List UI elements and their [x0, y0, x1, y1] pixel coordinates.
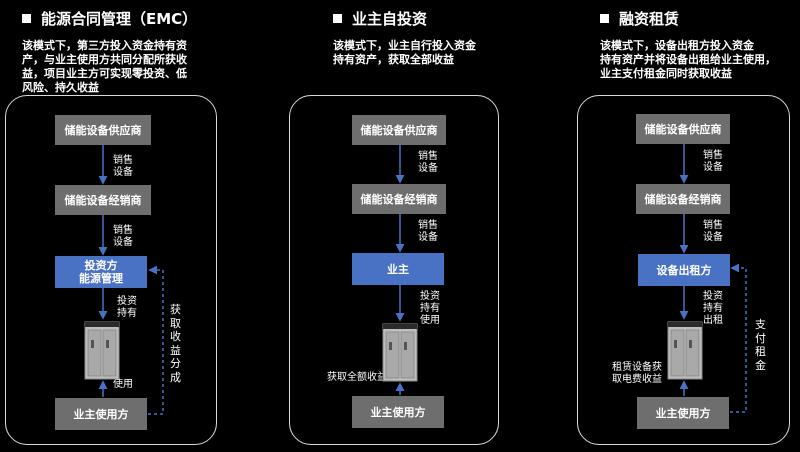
storage-cabinet-icon — [382, 323, 418, 382]
emc-side-label: 获取收益分成 — [170, 303, 181, 384]
self-owner-box: 业主使用方 — [352, 396, 444, 428]
lease-sell-label-1: 销售设备 — [703, 150, 723, 173]
lease-supplier-box: 储能设备供应商 — [636, 114, 730, 144]
lease-side-label: 支付租金 — [755, 318, 766, 372]
lease-income-label: 租赁设备获取电费收益 — [612, 362, 662, 385]
self-title: 业主自投资 — [333, 8, 427, 29]
self-title-text: 业主自投资 — [352, 10, 428, 28]
self-owner-blue-box: 业主 — [352, 253, 444, 285]
emc-investor-box: 投资方能源管理 — [55, 256, 147, 288]
bullet-square-icon — [333, 14, 342, 23]
self-description: 该模式下，业主自行投入资金 持有资产，获取全部收益 — [333, 39, 476, 66]
lease-sell-label-2: 销售设备 — [703, 220, 723, 243]
emc-frame — [5, 95, 217, 445]
storage-cabinet-icon — [667, 321, 703, 380]
storage-cabinet-icon — [84, 321, 120, 380]
emc-use-label: 使用 — [113, 379, 133, 390]
bullet-square-icon — [600, 14, 609, 23]
emc-invest-label: 投资持有 — [117, 296, 137, 319]
lease-frame — [577, 95, 790, 445]
lease-title: 融资租赁 — [600, 8, 679, 29]
lease-dealer-box: 储能设备经销商 — [636, 184, 730, 214]
emc-title-text: 能源合同管理（EMC） — [41, 10, 198, 28]
emc-owner-box: 业主使用方 — [55, 398, 147, 430]
self-sell-label-2: 销售设备 — [418, 220, 438, 243]
self-frame — [289, 95, 499, 445]
emc-title: 能源合同管理（EMC） — [22, 8, 197, 29]
lease-title-text: 融资租赁 — [619, 10, 680, 28]
self-income-label: 获取全额收益 — [327, 372, 387, 383]
emc-sell-label-2: 销售设备 — [113, 225, 133, 248]
lease-lessor-box: 设备出租方 — [638, 254, 730, 286]
self-invest-label: 投资持有使用 — [420, 291, 440, 326]
bullet-square-icon — [22, 14, 31, 23]
emc-supplier-box: 储能设备供应商 — [55, 115, 151, 145]
lease-invest-label: 投资持有出租 — [703, 291, 723, 326]
lease-owner-box: 业主使用方 — [637, 397, 729, 429]
self-sell-label-1: 销售设备 — [418, 151, 438, 174]
self-supplier-box: 储能设备供应商 — [352, 115, 446, 145]
self-dealer-box: 储能设备经销商 — [352, 184, 446, 214]
lease-description: 该模式下，设备出租方投入资金 持有资产并将设备出租给业主使用， 业主支付租金同时… — [600, 39, 776, 80]
emc-description: 该模式下，第三方投入资金持有资 产，与业主使用方共同分配所获收 益，项目业主方可… — [22, 39, 187, 94]
emc-sell-label-1: 销售设备 — [113, 155, 133, 178]
emc-dealer-box: 储能设备经销商 — [55, 185, 151, 215]
